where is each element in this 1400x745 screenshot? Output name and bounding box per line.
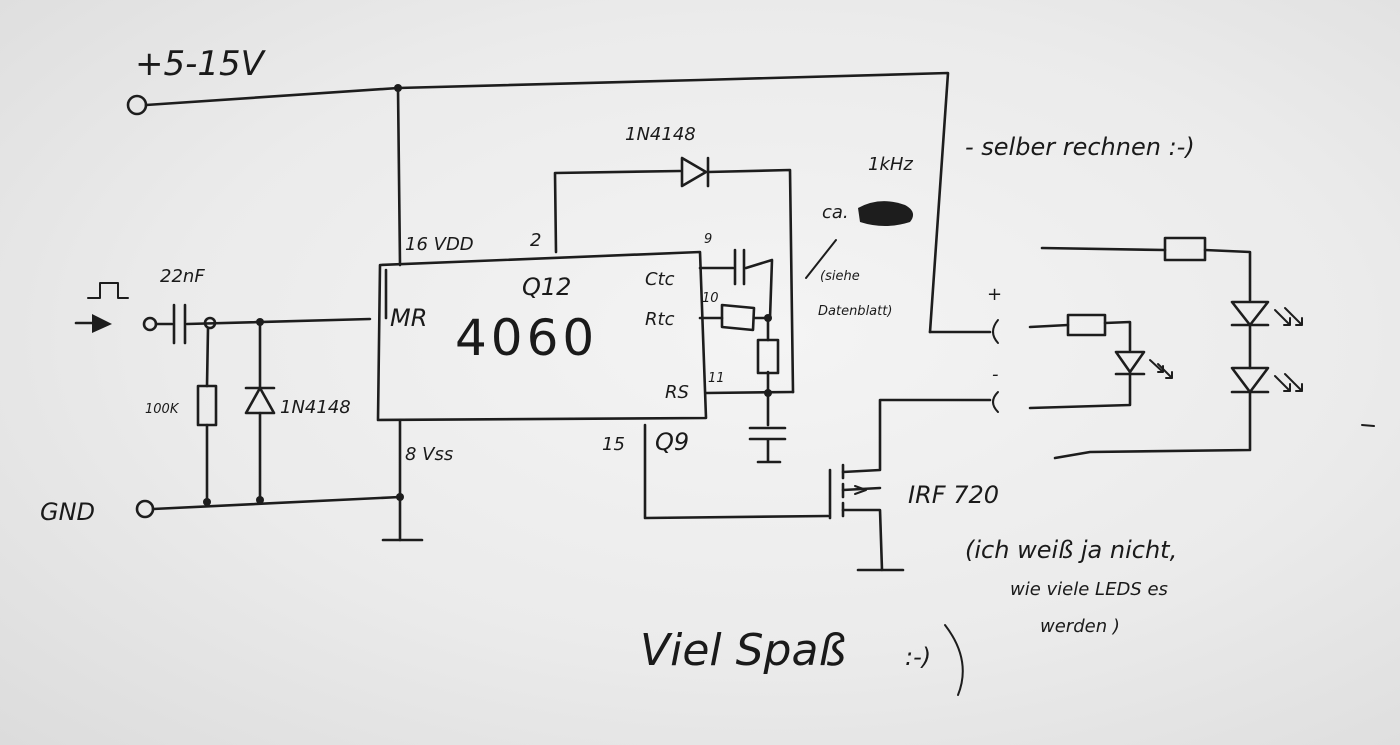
supply-rail: +5-15V <box>126 44 950 334</box>
led-string-1 <box>1028 313 1173 410</box>
chip-4060: 4060 16 VDD MR 8 Vss 2 Q12 Ctc Rtc RS 9 … <box>376 230 725 465</box>
input-capacitor-symbol <box>172 303 187 345</box>
output-terminals: + - <box>928 284 1002 413</box>
input-terminal <box>142 316 158 332</box>
led-string-1-wire <box>1028 320 1132 410</box>
q9-wire <box>643 423 830 520</box>
led-2-light-icon <box>1274 307 1303 326</box>
pin-15-label: 15 <box>602 434 625 455</box>
ground-terminal <box>135 499 155 519</box>
source-wire <box>841 486 884 572</box>
q12-wire <box>553 169 682 254</box>
drain-wire <box>841 398 992 474</box>
rs-wire <box>704 390 795 395</box>
ground-label: GND <box>40 498 95 526</box>
smiley-mouth <box>944 624 964 696</box>
pin-ctc-label: Ctc <box>645 269 675 290</box>
ctc-capacitor-symbol <box>733 248 746 286</box>
pin-2-label: 2 <box>530 230 541 251</box>
led-1-light-icon <box>1149 359 1173 379</box>
mosfet-label: IRF 720 <box>908 481 999 509</box>
self-calc-note: - selber rechnen :-) <box>965 133 1195 161</box>
resistor-leads <box>205 326 210 504</box>
signoff-text: Viel Spaß <box>640 625 846 676</box>
led-note-line2: wie viele LEDS es <box>1010 579 1168 600</box>
led-note-line3: werden ) <box>1040 616 1120 637</box>
signoff: Viel Spaß :-) <box>640 624 964 696</box>
pin-vdd-label: 16 VDD <box>405 234 474 255</box>
led-string-1-resistor <box>1066 313 1107 337</box>
pin-q9-label: Q9 <box>655 428 689 456</box>
minus-label: - <box>992 364 999 385</box>
pin-9-label: 9 <box>704 232 712 247</box>
note-dash <box>805 239 837 279</box>
freq-approx: ca. <box>822 202 849 223</box>
mosfet-stage: IRF 720 <box>643 398 999 572</box>
rs-resistor-symbol <box>756 338 780 375</box>
led-string-2 <box>1040 236 1303 460</box>
freq-value: 1kHz <box>868 154 913 175</box>
stray-mark <box>1361 424 1375 427</box>
supply-terminal <box>126 94 148 116</box>
mosfet-arrow-icon <box>854 485 867 495</box>
pin-q12-label: Q12 <box>522 273 571 301</box>
vdd-wire <box>396 86 402 267</box>
rtc-resistor-symbol <box>720 303 756 332</box>
supply-wire <box>144 71 950 334</box>
plus-label: + <box>987 284 1002 305</box>
feedback-diode-label: 1N4148 <box>625 124 696 145</box>
signoff-smiley: :-) <box>905 643 931 671</box>
pin-10-label: 10 <box>702 291 719 306</box>
led-2-symbol <box>1230 300 1270 327</box>
ground-wire <box>151 495 402 511</box>
chip-body <box>376 250 708 422</box>
freq-datenblatt: Datenblatt) <box>818 304 892 319</box>
lower-capacitor-symbol <box>748 391 787 464</box>
scribble-mark <box>858 201 914 226</box>
led-note-line1: (ich weiß ja nicht, <box>965 536 1177 564</box>
pin-rs-label: RS <box>665 382 689 403</box>
plus-terminal <box>992 319 999 344</box>
feedback-wire <box>706 168 795 394</box>
ground-junction <box>396 493 404 501</box>
input-diode-label: 1N4148 <box>280 397 351 418</box>
feedback-loop: 1N4148 <box>553 124 795 394</box>
mr-wire <box>185 317 372 326</box>
rc-oscillator <box>698 248 795 464</box>
feedback-diode-symbol <box>680 156 708 188</box>
pin-mr-label: MR <box>390 304 427 332</box>
frequency-note: 1kHz ca. (siehe Datenblatt) <box>805 154 914 319</box>
input-cap-label: 22nF <box>160 266 205 287</box>
ctc-wire <box>698 258 774 320</box>
ground-rail: GND <box>40 418 424 542</box>
pin-rtc-label: Rtc <box>645 309 675 330</box>
led-3-symbol <box>1230 366 1270 394</box>
pulse-icon <box>87 282 129 299</box>
supply-label: +5-15V <box>135 44 267 84</box>
led-string-2-resistor <box>1163 236 1207 262</box>
input-junction-1 <box>203 316 217 330</box>
led-3-light-icon <box>1274 373 1303 392</box>
chip-name: 4060 <box>455 309 598 367</box>
input-resistor-label: 100K <box>145 402 180 417</box>
pin-11-label: 11 <box>708 371 725 386</box>
input-arrow-icon <box>92 314 112 333</box>
input-network: 22nF 100K 1N4148 <box>74 266 372 504</box>
led-string-2-wire <box>1040 246 1252 460</box>
pin-vss-label: 8 Vss <box>405 444 453 465</box>
led-1-symbol <box>1114 350 1146 376</box>
input-diode-symbol <box>244 386 276 415</box>
freq-siehe: (siehe <box>820 269 860 284</box>
led-note: (ich weiß ja nicht, wie viele LEDS es we… <box>965 536 1177 637</box>
input-resistor-symbol <box>196 384 218 427</box>
minus-terminal <box>992 391 999 413</box>
